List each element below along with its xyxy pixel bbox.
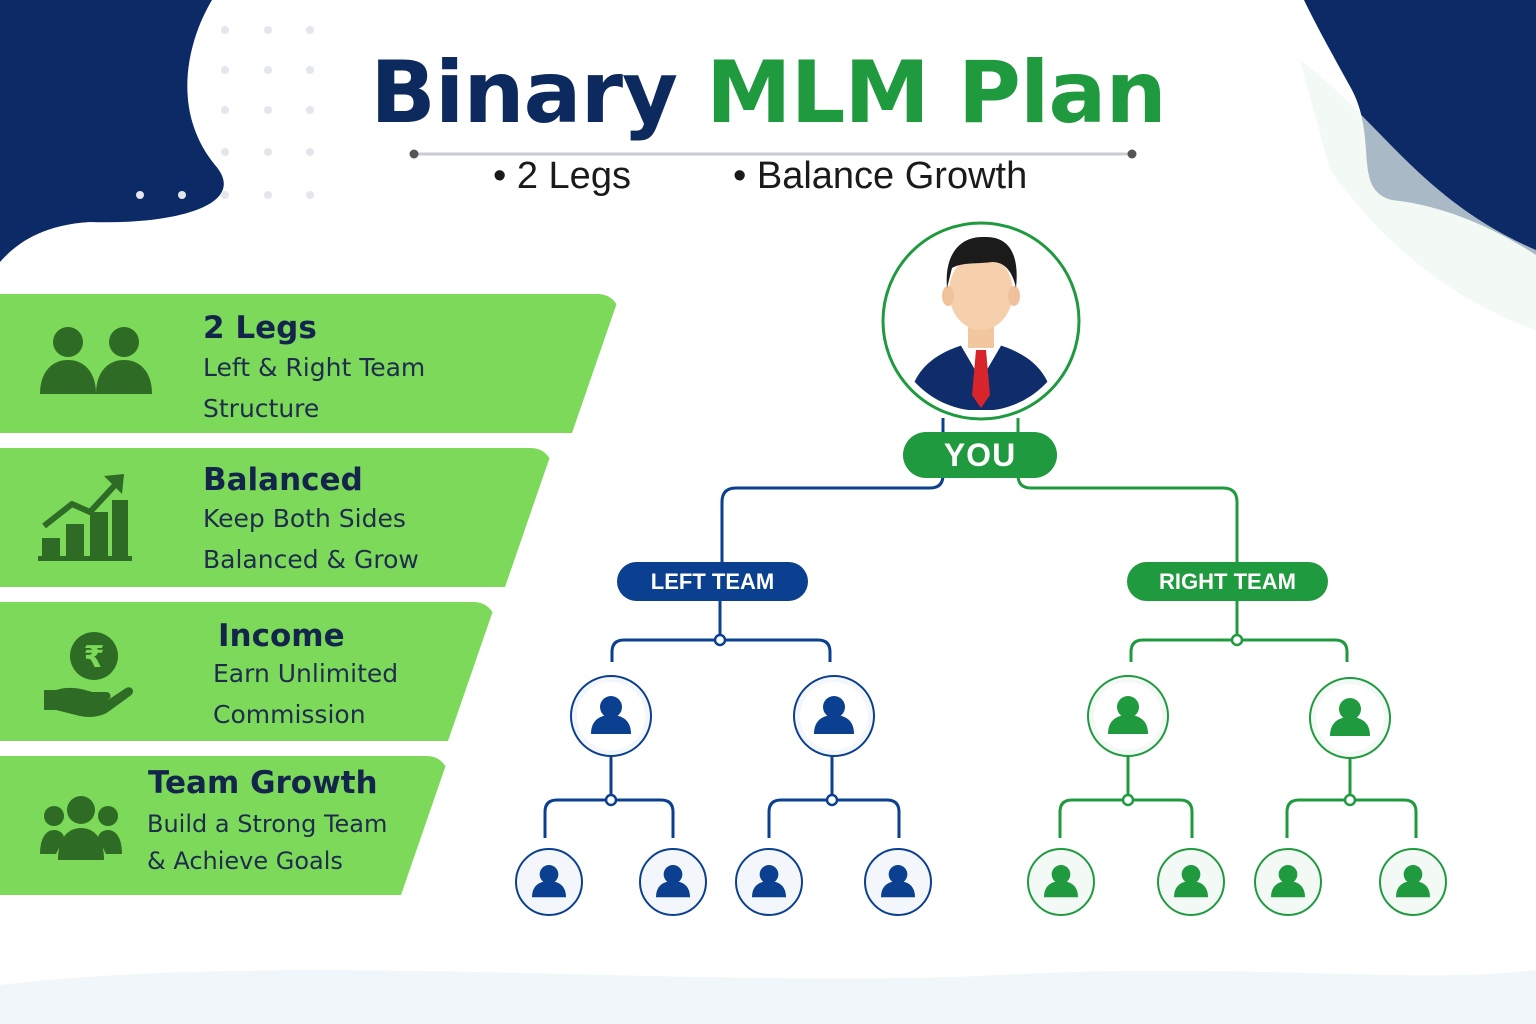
page-title: Binary MLM Plan bbox=[0, 38, 1536, 148]
right-member-node bbox=[1027, 848, 1095, 916]
feature-title: Balanced bbox=[203, 462, 363, 498]
feature-line-2: & Achieve Goals bbox=[147, 847, 343, 875]
root-avatar bbox=[881, 221, 1081, 421]
feature-line-2: Commission bbox=[213, 700, 366, 729]
feature-card-team-growth: Team Growth Build a Strong Team & Achiev… bbox=[0, 756, 449, 895]
root-you-label: YOU bbox=[903, 432, 1057, 478]
feature-line-1: Keep Both Sides bbox=[203, 504, 406, 533]
feature-line-1: Left & Right Team bbox=[203, 353, 426, 382]
feature-title: Income bbox=[218, 618, 345, 654]
title-mlm-plan: MLM Plan bbox=[706, 43, 1167, 143]
right-team-label: RIGHT TEAM bbox=[1127, 562, 1328, 601]
right-member-node bbox=[1309, 677, 1391, 759]
feature-title: 2 Legs bbox=[203, 310, 317, 346]
feature-line-1: Earn Unlimited bbox=[213, 659, 399, 688]
left-member-node bbox=[570, 675, 652, 757]
users-icon bbox=[38, 324, 154, 394]
rupee-hand-icon: ₹ bbox=[42, 630, 134, 720]
left-member-node bbox=[864, 848, 932, 916]
right-member-node bbox=[1379, 848, 1447, 916]
svg-text:₹: ₹ bbox=[84, 640, 105, 675]
right-member-node bbox=[1087, 675, 1169, 757]
feature-card-balanced: Balanced Keep Both Sides Balanced & Grow bbox=[0, 448, 553, 587]
left-member-node bbox=[793, 675, 875, 757]
feature-card-income: ₹ Income Earn Unlimited Commission bbox=[0, 602, 496, 741]
connector-right-branch bbox=[1016, 418, 1239, 565]
feature-line-1: Build a Strong Team bbox=[147, 810, 388, 838]
left-member-node bbox=[735, 848, 803, 916]
dot-pattern bbox=[136, 26, 314, 199]
title-underline bbox=[409, 149, 1137, 159]
team-icon bbox=[40, 794, 122, 860]
growth-chart-icon bbox=[38, 472, 132, 562]
feature-card-2-legs: 2 Legs Left & Right Team Structure bbox=[0, 294, 620, 433]
left-team-label: LEFT TEAM bbox=[617, 562, 808, 601]
right-member-node bbox=[1157, 848, 1225, 916]
subtitle-2-legs: • 2 Legs bbox=[493, 155, 631, 197]
feature-title: Team Growth bbox=[148, 765, 378, 801]
feature-line-2: Balanced & Grow bbox=[203, 545, 419, 574]
right-member-node bbox=[1254, 848, 1322, 916]
subtitle-balance-growth: • Balance Growth bbox=[733, 155, 1028, 197]
left-member-node bbox=[515, 848, 583, 916]
left-member-node bbox=[639, 848, 707, 916]
title-binary: Binary bbox=[370, 43, 678, 143]
feature-line-2: Structure bbox=[203, 394, 320, 423]
connector-left-branch bbox=[720, 418, 945, 565]
